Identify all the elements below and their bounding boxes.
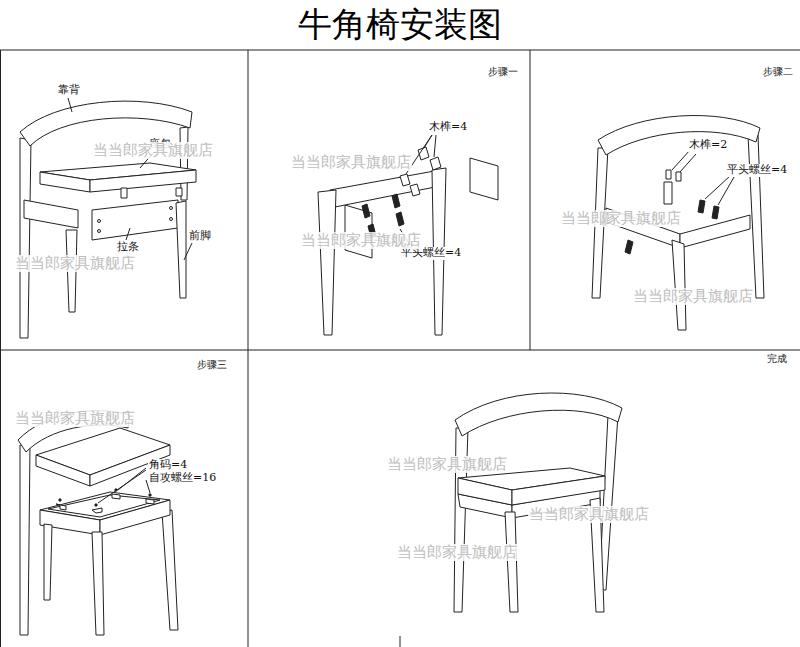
part-label: 前脚 <box>188 230 212 243</box>
self-tapping-screw <box>59 489 151 506</box>
flat-head-screw <box>698 200 705 213</box>
exploded-chair <box>176 201 186 298</box>
wood-dowel <box>410 184 420 196</box>
panel-grid <box>0 50 1 647</box>
watermark: 当当郎家具旗舰店 <box>396 544 518 561</box>
watermark: 当当郎家具旗舰店 <box>560 210 682 227</box>
watermark: 当当郎家具旗舰店 <box>528 506 650 523</box>
leader-line <box>68 98 192 260</box>
watermark: 当当郎家具旗舰店 <box>290 154 412 171</box>
leader-line <box>374 135 436 245</box>
exploded-chair <box>20 138 31 338</box>
chair-back-frame <box>680 215 750 248</box>
self-tapping-screw <box>59 499 61 501</box>
leader-line <box>680 154 696 172</box>
chair-open-seat <box>18 411 178 635</box>
part-label: 木榫=4 <box>428 121 468 134</box>
watermark: 当当郎家具旗舰店 <box>300 232 422 249</box>
panel-grid <box>0 50 800 647</box>
panel-grid <box>248 50 249 647</box>
side-frame <box>330 170 440 208</box>
watermark: 当当郎家具旗舰店 <box>14 410 136 427</box>
exploded-chair <box>98 230 101 233</box>
exploded-chair <box>98 220 101 223</box>
exploded-chair <box>20 101 196 338</box>
panel-grid <box>0 350 800 351</box>
flat-head-screw <box>396 212 404 226</box>
title: 牛角椅安装图 <box>0 4 800 45</box>
finished-chair <box>458 478 512 505</box>
part-label: 拉条 <box>116 241 140 254</box>
side-frame <box>470 158 498 200</box>
part-label: 平头螺丝=4 <box>726 164 788 177</box>
leader-line <box>718 177 734 205</box>
leader-line <box>672 150 734 205</box>
corner-bracket <box>146 499 154 504</box>
part-label: 角码=4 <box>148 459 188 472</box>
step-label: 步骤三 <box>196 359 228 371</box>
chair-open-seat <box>36 455 90 486</box>
exploded-chair <box>170 218 173 221</box>
exploded-chair <box>176 188 182 196</box>
exploded-chair <box>40 172 90 192</box>
leader-line <box>184 243 192 260</box>
wood-dowel <box>666 170 681 181</box>
chair-open-seat <box>162 510 178 630</box>
chair-back-frame <box>598 116 760 156</box>
leader-line <box>68 98 72 112</box>
flat-head-screw <box>712 206 719 219</box>
panel-grid <box>530 50 531 350</box>
corner-bracket <box>56 494 154 513</box>
chair-open-seat <box>100 500 170 535</box>
step-label: 步骤二 <box>762 66 794 78</box>
leader-line <box>705 176 730 199</box>
wood-dowel <box>400 174 410 186</box>
step-label: 步骤一 <box>487 66 519 78</box>
side-frame <box>318 190 336 335</box>
chair-back-frame <box>672 240 686 330</box>
corner-bracket <box>112 494 120 499</box>
corner-bracket <box>56 504 66 510</box>
chair-open-seat <box>92 532 104 635</box>
part-label: 自攻螺丝=16 <box>148 472 217 485</box>
finished-chair <box>505 512 518 612</box>
part-label: 靠背 <box>57 84 81 97</box>
exploded-chair <box>121 188 127 198</box>
exploded-chair <box>24 200 78 228</box>
watermark: 当当郎家具旗舰店 <box>14 255 136 272</box>
part-label: 木榫=2 <box>688 139 728 152</box>
flat-head-screw <box>362 204 370 218</box>
leader-line <box>98 468 150 503</box>
exploded-chair <box>92 200 178 240</box>
panel-grid <box>400 636 401 647</box>
chair-back-frame <box>664 182 672 204</box>
flat-head-screw <box>625 240 633 254</box>
wood-dowel <box>430 157 441 170</box>
wood-dowel <box>676 172 681 181</box>
panel-grid <box>0 50 800 51</box>
leader-line <box>98 470 146 503</box>
chair-open-seat <box>20 445 30 635</box>
watermark: 当当郎家具旗舰店 <box>632 288 754 305</box>
finished-chair <box>454 393 622 612</box>
flat-head-screw <box>392 194 400 208</box>
leader-line <box>434 135 436 157</box>
wood-dowel <box>666 170 671 179</box>
step-label: 完成 <box>766 353 788 365</box>
self-tapping-screw <box>149 494 151 496</box>
self-tapping-screw <box>95 504 97 506</box>
watermark: 当当郎家具旗舰店 <box>386 456 508 473</box>
chair-open-seat <box>44 524 52 600</box>
corner-bracket <box>92 508 102 513</box>
leader-line <box>126 228 130 240</box>
exploded-chair <box>170 207 173 210</box>
finished-chair <box>455 393 622 436</box>
watermark: 当当郎家具旗舰店 <box>92 142 214 159</box>
leader-line <box>672 150 690 170</box>
